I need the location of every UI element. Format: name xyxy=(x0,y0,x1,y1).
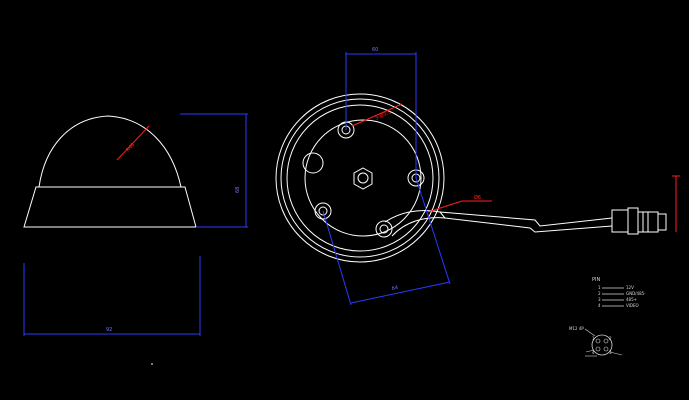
pin-row: 3 485+ xyxy=(598,297,637,302)
center-hex-nut xyxy=(353,167,373,190)
svg-text:12V: 12V xyxy=(626,285,634,290)
dome-width-label: 92 xyxy=(106,327,112,333)
dome-base xyxy=(23,186,197,228)
connector-nut xyxy=(627,207,639,235)
mount-bottom-dimension xyxy=(322,177,451,306)
outer-ring-2 xyxy=(280,98,440,258)
dome-cap xyxy=(38,115,182,188)
connector-pinout-label: M12 4P xyxy=(569,326,584,331)
mount-hole-left-inner xyxy=(318,206,328,216)
cable-entry xyxy=(384,209,447,237)
pin-table-header: PIN xyxy=(592,277,600,283)
pin-table: PIN 1 12V 2 GND/485- 3 485+ 4 VIDEO xyxy=(592,277,646,308)
cable-label: Ø6 xyxy=(474,194,481,201)
pin-row: 4 VIDEO xyxy=(598,303,639,308)
connector-face xyxy=(591,334,613,356)
svg-text:VIDEO: VIDEO xyxy=(626,303,639,308)
pin-row: 2 GND/485- xyxy=(598,291,646,296)
connector-tip xyxy=(657,213,667,231)
svg-text:GND/485-: GND/485- xyxy=(626,291,646,296)
svg-text:2: 2 xyxy=(598,291,601,296)
mount-plate xyxy=(304,119,422,237)
hole-label: 3-Ø3.5 xyxy=(374,109,392,122)
svg-text:1: 1 xyxy=(598,285,601,290)
center-hole xyxy=(357,172,369,184)
connector-length-dimension xyxy=(672,175,680,232)
mount-top-dimension xyxy=(345,52,417,178)
mount-hole-bottom-inner xyxy=(379,224,389,234)
dome-side-view xyxy=(23,115,197,228)
dome-height-dimension xyxy=(180,113,248,228)
mount-bottom-label: 64 xyxy=(391,285,398,292)
cable-assembly xyxy=(439,207,667,235)
cable-bottom-line xyxy=(444,217,613,233)
mount-hole-left xyxy=(314,202,332,220)
camera-top-view xyxy=(275,93,447,263)
mount-top-label: 60 xyxy=(372,47,378,53)
dome-height-label: 68 xyxy=(235,187,241,193)
svg-text:485+: 485+ xyxy=(626,297,637,302)
connector-pin-1: 1 xyxy=(592,336,595,341)
side-boss xyxy=(302,152,324,174)
cable-top-line xyxy=(439,211,613,227)
pin-row: 1 12V xyxy=(598,285,634,290)
svg-text:3: 3 xyxy=(598,297,601,302)
dome-width-dimension xyxy=(23,256,201,336)
connector-pin-2: 2 xyxy=(609,336,612,341)
dome-radius-label: R48 xyxy=(125,142,136,153)
outer-ring-3 xyxy=(286,104,434,252)
cable-leader: Ø6 xyxy=(427,194,492,213)
dome-radius-leader: R48 xyxy=(116,125,150,161)
outer-ring-1 xyxy=(275,93,445,263)
connector-pin-3: 3 xyxy=(609,350,612,355)
connector-pinout: M12 4P 1 2 3 4 xyxy=(569,326,623,357)
svg-text:4: 4 xyxy=(598,303,601,308)
connector-body xyxy=(611,209,629,233)
connector-pin-4: 4 xyxy=(592,350,595,355)
mount-hole-bottom xyxy=(375,220,393,238)
